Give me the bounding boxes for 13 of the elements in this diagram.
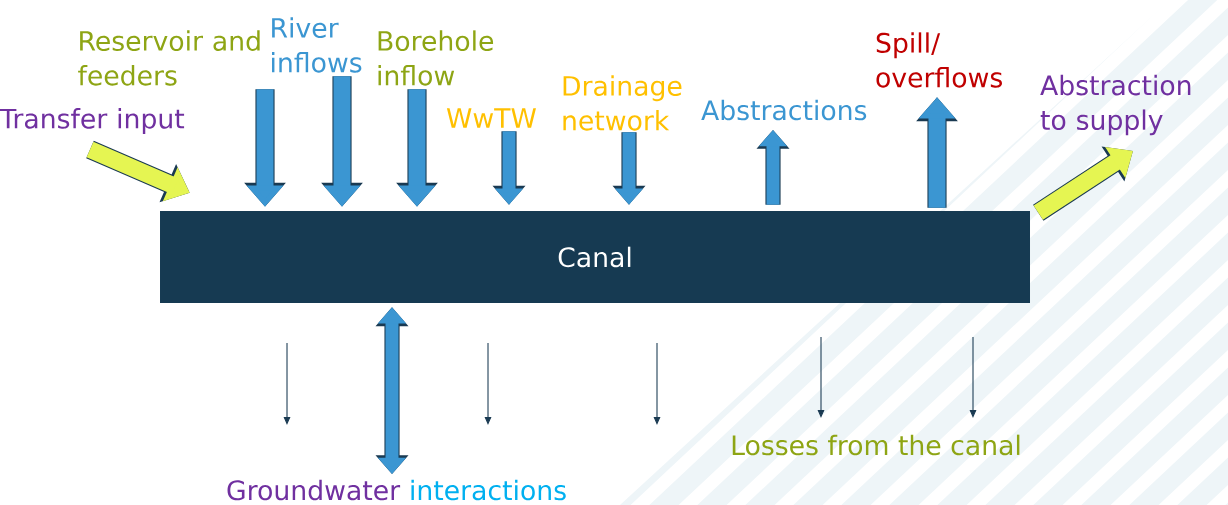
flow-label: River inflows	[272, 17, 362, 73]
canal-box: Canal	[160, 211, 1030, 303]
loss-label: Losses from the canal	[732, 434, 1020, 456]
flow-label: Groundwater interactions	[227, 479, 566, 501]
flow-label: Spill/ overflows	[876, 32, 1002, 88]
flow-label: Reservoir and feeders	[78, 30, 260, 86]
flow-label: Abstractions	[701, 99, 867, 121]
flow-label: WwTW	[446, 108, 536, 128]
block-arrow	[1033, 146, 1133, 221]
flow-label: Drainage network	[563, 75, 682, 131]
flow-label: Borehole inflow	[378, 30, 494, 86]
flow-label: Transfer input	[0, 108, 185, 134]
flow-label: Abstraction to supply	[1040, 74, 1191, 136]
